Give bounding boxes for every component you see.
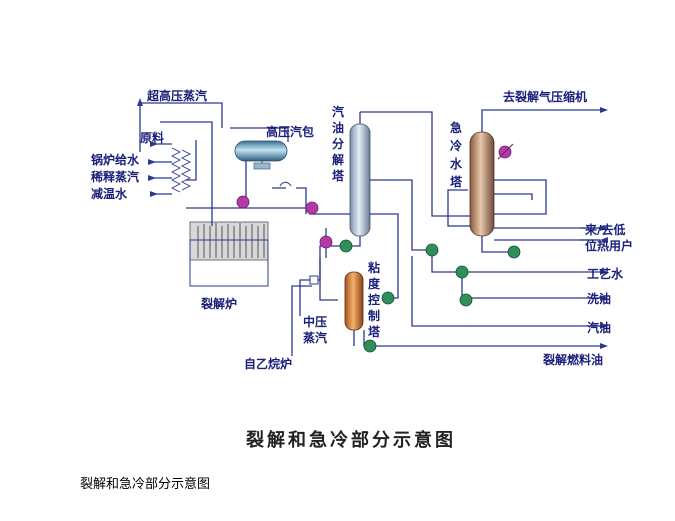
hp-steam-drum	[234, 140, 288, 170]
label-cracked-fuel-oil: 裂解燃料油	[542, 352, 603, 367]
pump-icon	[455, 265, 469, 279]
label-feedstock: 原料	[140, 130, 164, 145]
label-from-ethane-furnace: 自乙烷炉	[244, 356, 292, 371]
diagram-labels: 超高压蒸汽 原料 锅炉给水 稀释蒸汽 减温水 高压汽包 裂解炉 中压 蒸汽 自乙…	[91, 88, 633, 371]
label-wash-oil: 洗油	[587, 291, 611, 306]
label-lp-heat-user-1: 来/去低	[584, 222, 625, 237]
label-to-compressor: 去裂解气压缩机	[503, 89, 587, 104]
label-process-water: 工艺水	[587, 266, 624, 281]
label-gasoline: 汽油	[587, 320, 611, 335]
diagram-title: 裂解和急冷部分示意图	[245, 429, 456, 451]
label-dilution-steam: 稀释蒸汽	[91, 169, 139, 184]
label-boiler-feed-water: 锅炉给水	[91, 152, 140, 167]
pump-icon	[381, 291, 395, 305]
label-hp-steam-drum: 高压汽包	[266, 124, 314, 139]
label-gasoline-fractionator-2: 油	[332, 120, 344, 135]
pump-icon	[459, 293, 473, 307]
label-quench-tower-3: 水	[450, 156, 463, 171]
label-quench-tower-2: 冷	[450, 138, 462, 153]
pump-icon	[339, 239, 353, 253]
quench-water-tower	[469, 131, 495, 237]
pump-icon	[425, 243, 439, 257]
label-mp-steam-2: 蒸汽	[303, 330, 327, 345]
process-piping	[139, 101, 600, 356]
exchanger-icon	[305, 201, 319, 215]
cracking-furnace	[170, 147, 269, 287]
label-gasoline-fractionator-4: 解	[332, 152, 344, 167]
label-viscosity-tower-1: 粘	[368, 260, 380, 275]
label-gasoline-fractionator-1: 汽	[332, 104, 344, 119]
label-super-hp-steam: 超高压蒸汽	[146, 88, 207, 103]
label-viscosity-tower-4: 制	[368, 308, 380, 323]
label-gasoline-fractionator-5: 塔	[332, 168, 345, 183]
label-quench-tower-1: 急	[450, 120, 462, 135]
pumps	[339, 239, 521, 353]
label-gasoline-fractionator-3: 分	[332, 136, 344, 151]
label-cracking-furnace: 裂解炉	[200, 296, 237, 311]
label-viscosity-tower-3: 控	[368, 292, 380, 307]
label-quench-tower-4: 塔	[450, 174, 463, 189]
label-desuperheat-water: 减温水	[91, 186, 128, 201]
pump-icon	[507, 245, 521, 259]
label-viscosity-tower-2: 度	[368, 276, 381, 291]
heat-exchangers	[236, 143, 514, 249]
valve-icon	[309, 275, 319, 285]
exchanger-icon	[236, 195, 250, 209]
caption: 裂解和急冷部分示意图	[80, 477, 211, 492]
viscosity-control-tower	[344, 271, 364, 331]
gasoline-fractionator	[349, 112, 371, 237]
label-mp-steam-1: 中压	[303, 314, 327, 329]
label-viscosity-tower-5: 塔	[368, 324, 381, 339]
exchanger-icon	[319, 235, 333, 249]
pump-icon	[363, 339, 377, 353]
flow-arrows	[137, 98, 608, 349]
label-lp-heat-user-2: 位热用户	[585, 238, 633, 253]
